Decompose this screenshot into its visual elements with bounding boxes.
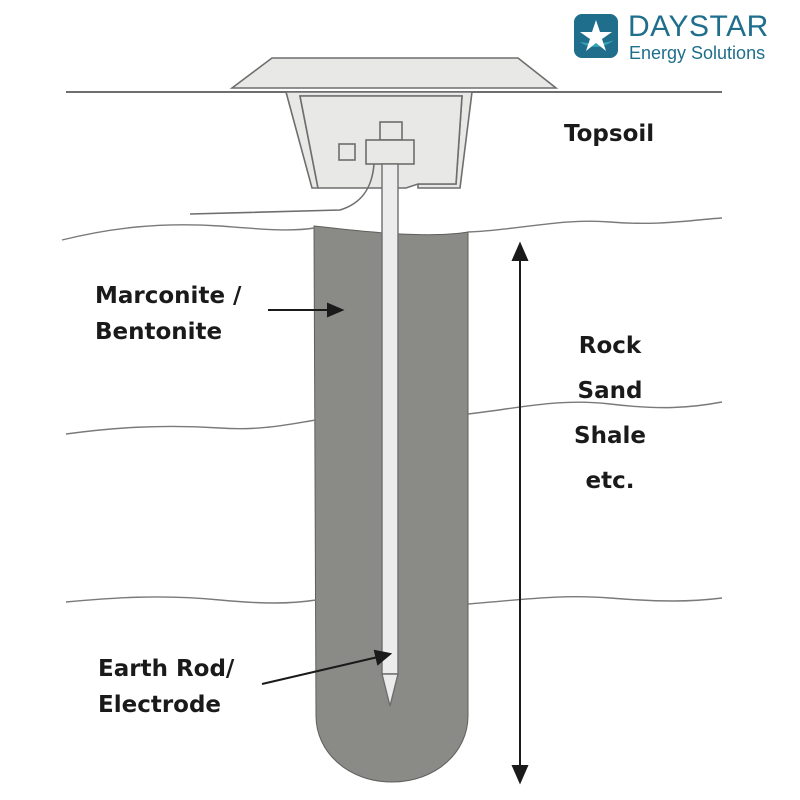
depth-arrow-head-bottom: [511, 765, 529, 785]
depth-arrow-head-top: [511, 241, 529, 261]
clamp-top: [379, 121, 403, 141]
electrode-pointer-line: [261, 656, 379, 685]
electrode-pointer-head: [373, 649, 393, 666]
depth-arrow: [511, 241, 529, 785]
backfill-label-line: Bentonite: [95, 319, 223, 345]
strata-label-line: etc.: [585, 468, 635, 494]
earth-rod: [381, 163, 399, 707]
strata-label-line: Rock: [578, 333, 642, 359]
electrode-label: Earth Rod/ Electrode: [98, 651, 234, 723]
clamp-body: [365, 139, 415, 165]
brand-tagline: Energy Solutions: [629, 43, 766, 63]
backfill-pointer-head: [327, 302, 345, 318]
pit-small-square: [338, 143, 356, 161]
brand-logo: DAYSTAR Energy Solutions: [572, 10, 792, 66]
topsoil-boundary-line: [61, 224, 315, 241]
topsoil-label: Topsoil: [564, 121, 655, 147]
brand-name: DAYSTAR: [628, 10, 769, 43]
backfill-label: Marconite / Bentonite: [95, 278, 241, 350]
star-swoosh-logo-icon: [574, 14, 618, 58]
strata-lines: [61, 217, 723, 605]
strata-label-line: Sand: [577, 378, 643, 404]
electrode-label-line: Electrode: [98, 692, 222, 718]
pointer-arrows: [261, 302, 393, 685]
layer-line-2-right: [467, 595, 723, 605]
backfill-label-line: Marconite /: [95, 283, 242, 309]
strata-label: Rock Sand Shale etc.: [560, 324, 660, 504]
topsoil-boundary-line-right: [467, 217, 723, 233]
pit-cover: [229, 57, 559, 89]
layer-line-1-right: [467, 401, 723, 415]
inspection-pit: [189, 57, 559, 215]
electrode-label-line: Earth Rod/: [98, 656, 235, 682]
layer-line-2-left: [65, 596, 317, 604]
layer-line-1-left: [65, 419, 317, 435]
rod-shaft: [381, 163, 399, 675]
strata-label-line: Shale: [574, 423, 646, 449]
rod-tip: [381, 673, 399, 707]
earth-conductor-cable: [189, 163, 375, 215]
